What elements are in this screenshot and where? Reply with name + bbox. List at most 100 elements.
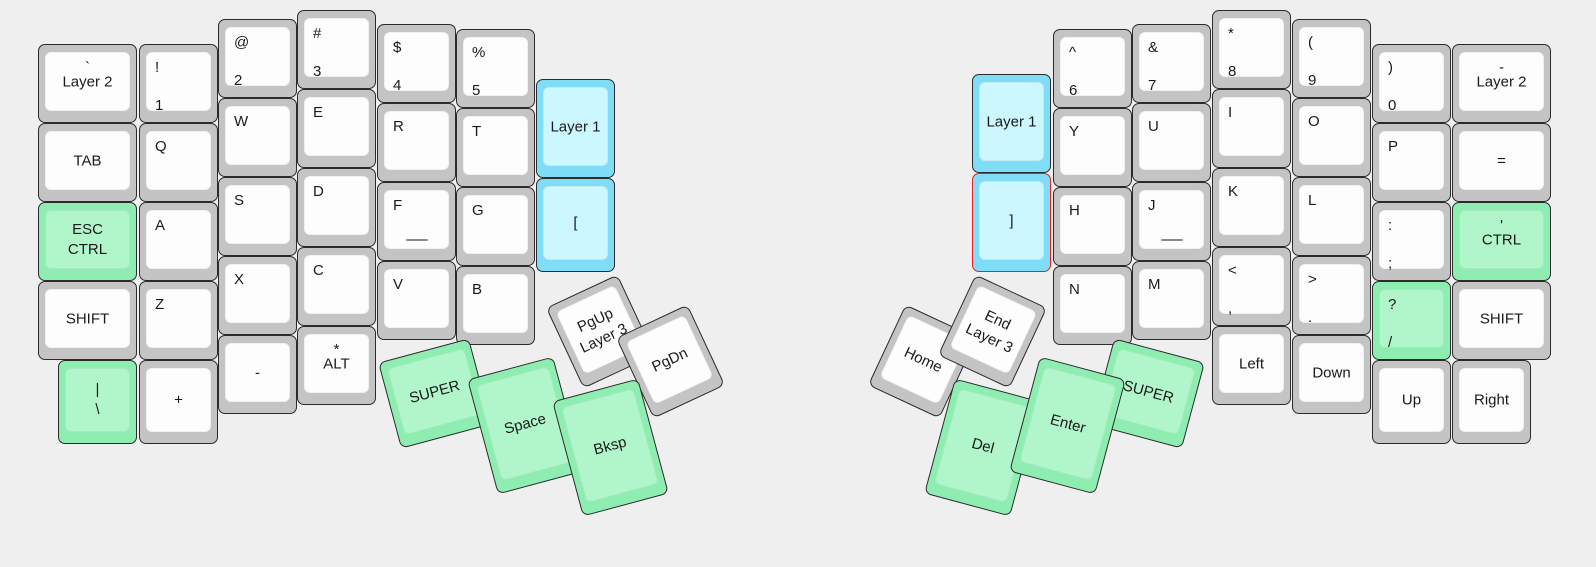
key-l-z[interactable]: Z <box>139 281 218 360</box>
key-l-minus[interactable]: - <box>218 335 297 414</box>
key-legend: Left <box>1238 355 1265 372</box>
key-cap: !1 <box>146 52 211 113</box>
key-legend: : <box>1388 217 1393 234</box>
key-l-a[interactable]: A <box>139 202 218 281</box>
key-r-up[interactable]: Up <box>1372 360 1451 444</box>
key-l-t[interactable]: T <box>456 108 535 187</box>
key-l-alt[interactable]: *ALT <box>297 326 376 405</box>
key-cap: Right <box>1459 368 1524 432</box>
key-r-n[interactable]: N <box>1053 266 1132 345</box>
key-cap: Down <box>1299 343 1364 402</box>
key-l-x[interactable]: X <box>218 256 297 335</box>
key-r-quote-ctrl[interactable]: 'CTRL <box>1452 202 1551 281</box>
key-legend: - <box>255 364 260 381</box>
key-r-shift[interactable]: SHIFT <box>1452 281 1551 360</box>
key-r-minus-layer2[interactable]: -Layer 2 <box>1452 44 1551 123</box>
key-r-colon-semicolon[interactable]: :; <box>1372 202 1451 281</box>
key-r-j[interactable]: J <box>1132 182 1211 261</box>
key-l-q[interactable]: Q <box>139 123 218 202</box>
key-l-4[interactable]: $4 <box>377 24 456 103</box>
key-cap: [ <box>543 186 608 260</box>
key-legend: E <box>313 104 324 121</box>
key-cap: ^6 <box>1060 37 1125 98</box>
key-r-down[interactable]: Down <box>1292 335 1371 414</box>
key-l-pipe-backslash[interactable]: | \ <box>58 360 137 444</box>
key-r-p[interactable]: P <box>1372 123 1451 202</box>
key-l-tab[interactable]: TAB <box>38 123 137 202</box>
key-r-0[interactable]: )0 <box>1372 44 1451 123</box>
key-l-e[interactable]: E <box>297 89 376 168</box>
key-cap: X <box>225 264 290 323</box>
key-l-c[interactable]: C <box>297 247 376 326</box>
key-r-enter[interactable]: Enter <box>1009 356 1126 495</box>
key-r-8[interactable]: *8 <box>1212 10 1291 89</box>
key-legend: 2 <box>234 72 243 89</box>
key-l-g[interactable]: G <box>456 187 535 266</box>
key-legend: 4 <box>393 77 402 94</box>
key-r-i[interactable]: I <box>1212 89 1291 168</box>
key-r-k[interactable]: K <box>1212 168 1291 247</box>
key-legend: V <box>393 276 404 293</box>
key-legend: / <box>1388 334 1393 351</box>
key-cap: Layer 1 <box>979 82 1044 161</box>
key-legend: F <box>393 197 403 214</box>
key-r-equal[interactable]: = <box>1452 123 1551 202</box>
key-cap: SHIFT <box>1459 289 1544 348</box>
key-r-slash[interactable]: ?/ <box>1372 281 1451 360</box>
key-r-6[interactable]: ^6 <box>1053 29 1132 108</box>
key-l-d[interactable]: D <box>297 168 376 247</box>
key-legend: 3 <box>313 63 322 80</box>
key-legend: 0 <box>1388 97 1397 114</box>
key-cap: U <box>1139 111 1204 170</box>
key-l-layer1[interactable]: Layer 1 <box>536 79 615 178</box>
key-r-right[interactable]: Right <box>1452 360 1531 444</box>
key-r-period[interactable]: >. <box>1292 256 1371 335</box>
key-cap: >. <box>1299 264 1364 325</box>
key-r-comma[interactable]: <, <box>1212 247 1291 326</box>
key-cap: E <box>304 97 369 156</box>
key-legend: > <box>1308 271 1317 288</box>
key-legend: Enter <box>1048 410 1088 437</box>
key-l-s[interactable]: S <box>218 177 297 256</box>
key-l-r[interactable]: R <box>377 103 456 182</box>
key-r-left[interactable]: Left <box>1212 326 1291 405</box>
key-cap: M <box>1139 269 1204 328</box>
key-r-7[interactable]: &7 <box>1132 24 1211 103</box>
key-l-b[interactable]: B <box>456 266 535 345</box>
homing-bar-icon <box>405 239 428 241</box>
key-legend: ESC CTRL <box>67 220 108 258</box>
key-r-layer1[interactable]: Layer 1 <box>972 74 1051 173</box>
key-l-w[interactable]: W <box>218 98 297 177</box>
key-cap: Q <box>146 131 211 190</box>
key-r-u[interactable]: U <box>1132 103 1211 182</box>
key-l-esc-ctrl[interactable]: ESC CTRL <box>38 202 137 281</box>
key-r-9[interactable]: (9 <box>1292 19 1371 98</box>
key-l-2[interactable]: @2 <box>218 19 297 98</box>
key-r-rbracket[interactable]: ] <box>972 173 1051 272</box>
key-legend: < <box>1228 262 1237 279</box>
key-r-o[interactable]: O <box>1292 98 1371 177</box>
key-cap: Left <box>1219 334 1284 393</box>
key-r-y[interactable]: Y <box>1053 108 1132 187</box>
key-l-plus[interactable]: + <box>139 360 218 444</box>
key-cap: W <box>225 106 290 165</box>
key-r-h[interactable]: H <box>1053 187 1132 266</box>
key-l-shift[interactable]: SHIFT <box>38 281 137 360</box>
key-l-lbracket[interactable]: [ <box>536 178 615 272</box>
key-cap: TAB <box>45 131 130 190</box>
key-l-f[interactable]: F <box>377 182 456 261</box>
key-r-l[interactable]: L <box>1292 177 1371 256</box>
key-l-v[interactable]: V <box>377 261 456 340</box>
key-legend: O <box>1308 113 1320 130</box>
key-legend: M <box>1148 276 1161 293</box>
key-legend: Up <box>1401 391 1422 409</box>
key-cap: F <box>384 190 449 249</box>
key-r-m[interactable]: M <box>1132 261 1211 340</box>
key-l-layer2[interactable]: `Layer 2 <box>38 44 137 123</box>
key-l-5[interactable]: %5 <box>456 29 535 108</box>
key-legend: Del <box>969 434 997 457</box>
key-l-3[interactable]: #3 <box>297 10 376 89</box>
key-l-1[interactable]: !1 <box>139 44 218 123</box>
key-cap: I <box>1219 97 1284 156</box>
key-cap: D <box>304 176 369 235</box>
